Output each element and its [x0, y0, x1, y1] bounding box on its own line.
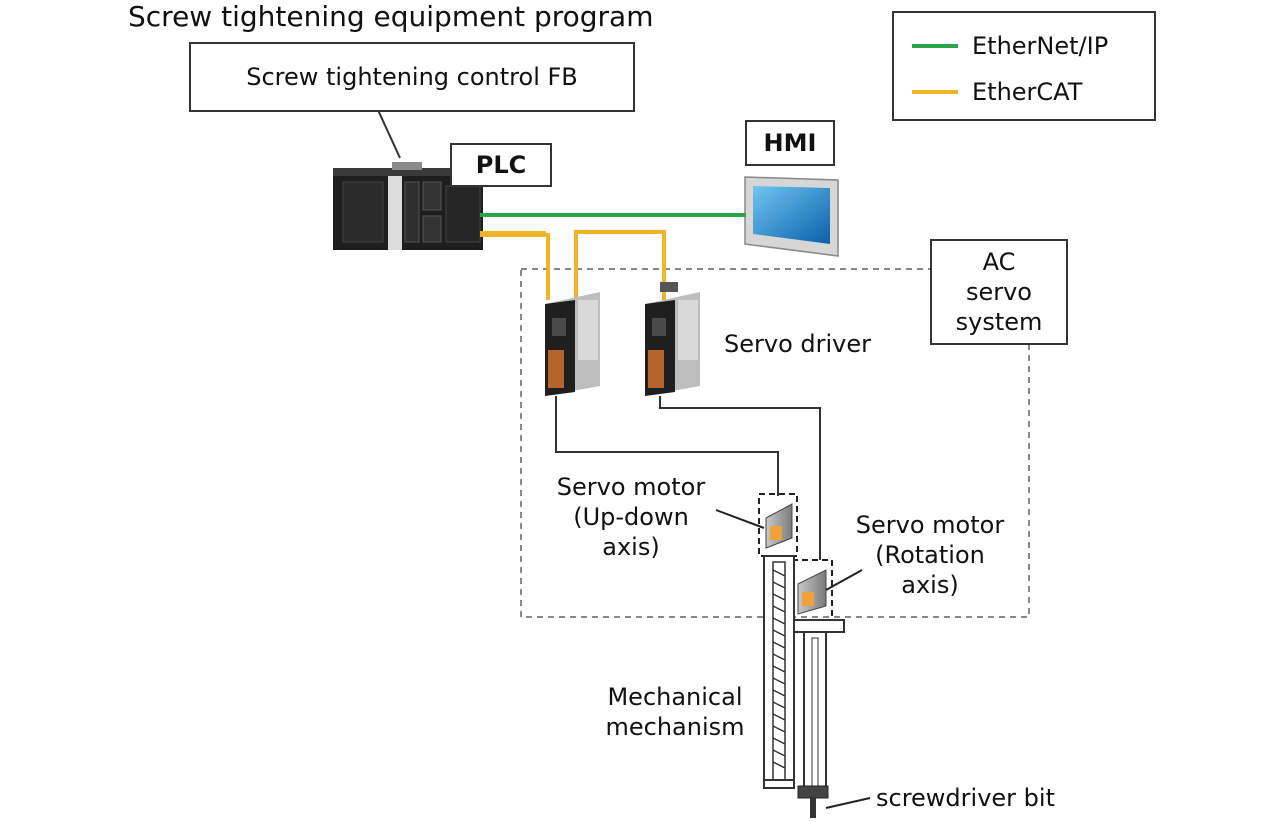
plc-label: PLC [475, 151, 527, 179]
servo-motor-rotation-label: Servo motor (Rotation axis) [855, 511, 1005, 599]
hmi-label: HMI [763, 129, 817, 157]
page-title: Screw tightening equipment program [128, 0, 654, 33]
screwdriver-bit-label: screwdriver bit [876, 784, 1055, 812]
legend-box [892, 11, 1156, 121]
rotation-motor-pointer [825, 569, 863, 591]
hmi-box: HMI [745, 120, 835, 166]
servo-driver-2 [645, 282, 700, 396]
screwdriver-bit [797, 785, 829, 818]
servo-driver-1 [545, 292, 600, 396]
legend-ethernet-ip-label: EtherNet/IP [972, 32, 1109, 60]
legend-ethercat-label: EtherCAT [972, 78, 1083, 106]
motor-cable-rotation [659, 396, 821, 560]
servo-motor-updown-label: Servo motor (Up-down axis) [556, 473, 706, 561]
plc-device [333, 162, 483, 250]
servo-motor-updown [765, 503, 793, 549]
plc-box: PLC [450, 143, 552, 187]
ethercat-line-1 [480, 233, 550, 300]
updown-motor-pointer [715, 509, 765, 529]
ethercat-line-2 [574, 230, 666, 300]
fb-box: Screw tightening control FB [189, 42, 635, 112]
servo-motor-rotation [797, 569, 827, 615]
mechanical-mechanism-label: Mechanical mechanism [605, 683, 745, 741]
screwdriver-bit-pointer [825, 797, 871, 809]
fb-pointer-line [377, 109, 401, 159]
ac-servo-system-boundary [520, 268, 1030, 618]
motor-cable-updown [555, 396, 779, 496]
fb-label: Screw tightening control FB [246, 63, 578, 91]
hmi-device [744, 176, 839, 257]
servo-driver-label: Servo driver [724, 330, 871, 358]
ac-servo-system-label: AC servo system [955, 248, 1043, 336]
ac-servo-system-box: AC servo system [930, 239, 1068, 345]
